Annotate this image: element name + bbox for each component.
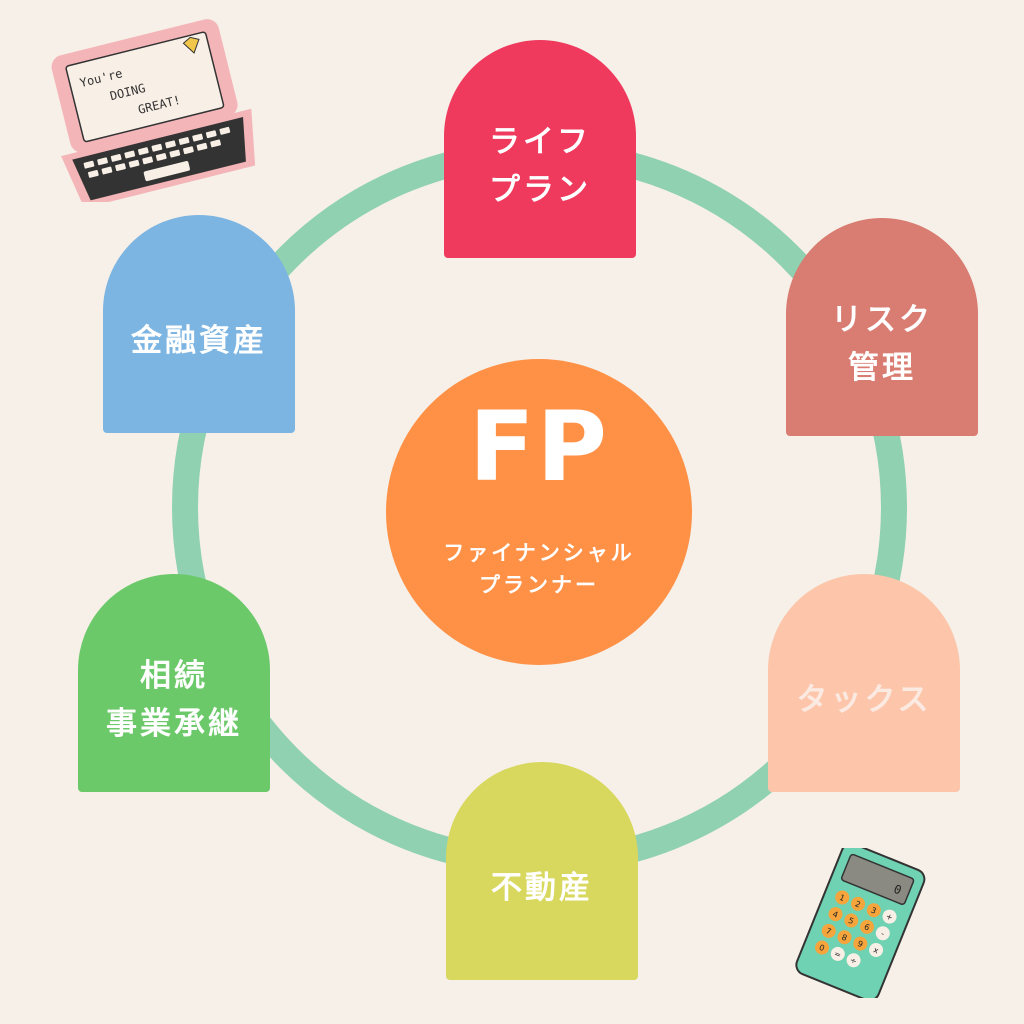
area-risk-management: リスク 管理 — [786, 218, 978, 436]
fp-full-name: ファイナンシャル プランナー — [386, 537, 692, 601]
area-financial-assets: 金融資産 — [103, 215, 295, 433]
calc-key: 0 — [818, 943, 826, 953]
area-inheritance-label: 相続 事業承継 — [106, 658, 242, 742]
area-financial-assets-label: 金融資産 — [131, 323, 267, 359]
calc-key: 9 — [856, 939, 864, 949]
calc-key: 4 — [831, 910, 839, 920]
calc-key: 8 — [840, 933, 848, 943]
calc-key: - — [880, 929, 886, 938]
area-tax-label: タックス — [796, 682, 932, 718]
area-inheritance: 相続 事業承継 — [78, 574, 270, 792]
area-risk-management-label: リスク 管理 — [831, 302, 933, 386]
laptop-icon: You're DOING GREAT! — [51, 19, 256, 202]
calc-key: + — [885, 912, 895, 923]
fp-full-name-line2: プランナー — [479, 573, 599, 597]
area-tax: タックス — [768, 574, 960, 792]
calc-key: 7 — [825, 926, 833, 936]
area-real-estate-label: 不動産 — [491, 870, 593, 906]
calc-key: 2 — [854, 899, 862, 909]
fp-full-name-line1: ファイナンシャル — [443, 541, 635, 565]
calc-key: 6 — [863, 922, 871, 932]
calc-key: = — [833, 949, 843, 960]
calc-key: 3 — [870, 906, 878, 916]
area-real-estate: 不動産 — [446, 762, 638, 980]
area-life-plan-label: ライフ プラン — [489, 124, 591, 208]
calc-key: 1 — [838, 893, 846, 903]
fp-center-circle: FP ファイナンシャル プランナー — [386, 359, 692, 665]
calculator-icon: 0 1 2 3 + 4 5 6 - 7 8 9 x 0 = ÷ — [795, 848, 926, 998]
calc-key: x — [872, 945, 880, 955]
area-life-plan: ライフ プラン — [444, 40, 636, 258]
calculator-display: 0 — [892, 882, 904, 898]
calc-key: ÷ — [849, 955, 859, 966]
fp-abbreviation: FP — [469, 391, 609, 503]
calc-key: 5 — [847, 916, 855, 926]
